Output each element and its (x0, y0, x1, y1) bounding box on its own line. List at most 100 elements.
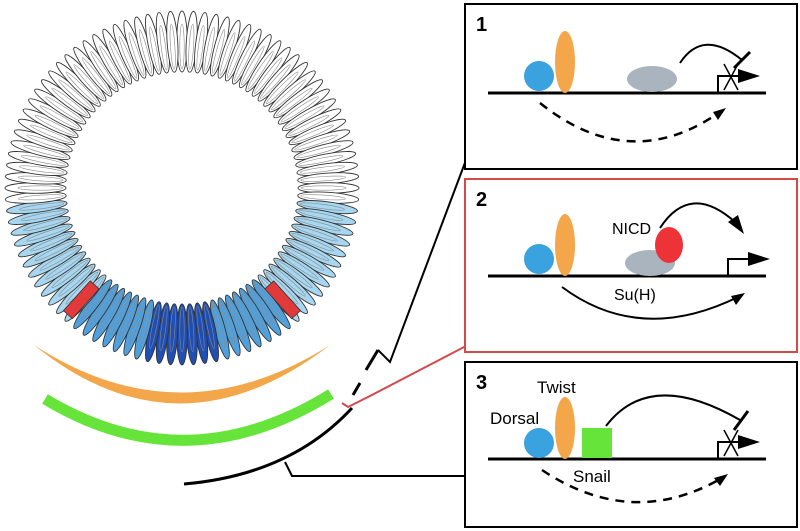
panel-3-twist-protein (555, 397, 575, 459)
embryo-cell-inner (51, 259, 88, 289)
embryo-cell-inner (219, 300, 236, 344)
embryo-cell-inner (294, 225, 338, 242)
panel-1-promoter (717, 75, 740, 93)
embryo-cell-inner (234, 40, 256, 82)
panel-2-promoter-arrowhead (748, 252, 770, 266)
embryo-cell-inner (226, 297, 246, 340)
panel-1-repression-arc (679, 43, 743, 64)
panel-1-number: 1 (476, 14, 487, 36)
embryo-cell-inner (300, 175, 346, 182)
region-indicator-lines (183, 159, 467, 486)
embryo-cell-inner (294, 134, 338, 151)
mesectoderm-marker-cell (264, 280, 302, 320)
embryo-cell-inner (169, 24, 176, 70)
panel-1-blocked-cross (723, 63, 739, 91)
embryo-cell (297, 182, 360, 194)
embryo-cell-inner (108, 294, 130, 336)
embryo-cell-inner (204, 304, 215, 350)
embryo-cell-inner (45, 253, 84, 280)
panel-2-dorsal-protein (524, 244, 554, 274)
panel-3-dorsal-label: Dorsal (490, 409, 539, 428)
panel-3-promoter (717, 441, 740, 459)
panel-1-frame (464, 3, 798, 170)
embryo-cell-inner (265, 71, 299, 105)
embryo-cell-inner (300, 185, 347, 191)
panel-1-promoter-arrowhead (738, 69, 760, 83)
embryo-cell-inner (280, 96, 319, 123)
embryo-cell-inner (30, 232, 73, 252)
embryo-cell-inner (138, 29, 152, 74)
embryo-cell-inner (149, 26, 160, 72)
embryo-cell-inner (284, 105, 325, 130)
panel-2-promoter (727, 258, 750, 276)
embryo-cross-section (4, 10, 360, 366)
panel-3-snail-protein (582, 428, 612, 458)
embryo-cell-inner (18, 194, 64, 201)
panel-1-dashed-activation (539, 102, 721, 143)
embryo-cell-inner (45, 96, 84, 123)
twist-expression-band (34, 345, 330, 404)
panel-2-twist-protein (555, 214, 575, 276)
embryo-cell-inner (291, 124, 334, 144)
embryo-cell-inner (296, 218, 341, 232)
panel-2-nicd-label: NICD (612, 221, 651, 238)
embryo-cell-inner (34, 114, 76, 136)
embryo-cell-inner (26, 134, 70, 151)
embryo-cell-inner (284, 247, 325, 271)
panel-1-dorsal-protein (524, 61, 554, 91)
panel-1: 1 (464, 3, 798, 170)
embryo-cell-inner (188, 306, 195, 352)
embryo-cell-inner (260, 64, 291, 99)
embryo-cell-inner (149, 304, 160, 350)
panel-2-activation-arrowhead (728, 215, 744, 234)
embryo-cell-inner (169, 306, 176, 352)
embryo-cell-inner (298, 210, 344, 221)
embryo-cell (176, 303, 188, 366)
embryo-cell-inner (212, 29, 226, 74)
embryo-cell-inner (247, 286, 274, 325)
embryo-cell-inner (296, 144, 341, 158)
embryo-cell-inner (204, 26, 215, 72)
embryo-cell-inner (18, 175, 64, 182)
embryo-cell-inner (298, 155, 344, 166)
panel-3-twist-label: Twist (537, 378, 576, 397)
panel-3-number: 3 (476, 372, 487, 394)
embryo-cell-ring (4, 10, 360, 366)
embryo-cell-inner (253, 57, 283, 94)
embryo-cell-inner (271, 266, 306, 297)
embryo-cell (176, 10, 188, 73)
panel-2-activation-arc (659, 202, 736, 229)
embryo-cell-inner (241, 290, 265, 331)
embryo-cell-inner (81, 282, 111, 319)
panel-2-solid-activation (561, 286, 739, 320)
panel-1-twist-protein (555, 31, 575, 93)
panel-2: 2 NICD Su(H) (464, 178, 798, 353)
embryo-cell-inner (247, 51, 274, 90)
embryo-cell-inner (26, 225, 70, 242)
panel-3-promoter-arrowhead (738, 435, 760, 449)
embryo-cell-inner (51, 87, 88, 117)
embryo-cell-inner (108, 40, 130, 82)
embryo-cell-inner (271, 79, 306, 110)
embryo-cell-inner (73, 64, 104, 99)
embryo-cell-inner (212, 302, 226, 347)
panel-1-dashed-arrowhead (713, 108, 726, 120)
embryo-cell-inner (159, 25, 168, 71)
panel-3-blocked-cross (723, 429, 739, 457)
embryo-cell-inner (179, 306, 185, 353)
embryo-cell-inner (253, 282, 283, 319)
embryo-cell-inner (159, 305, 168, 351)
embryo-cell-inner (58, 266, 93, 297)
panel-3-snail-label: Snail (573, 467, 611, 486)
embryo-cell-inner (99, 45, 123, 86)
embryo-cell-inner (23, 218, 68, 232)
embryo-cell-inner (99, 290, 123, 331)
embryo-cell-inner (19, 202, 65, 211)
embryo-cell-inner (58, 79, 93, 110)
embryo-cell-inner (118, 297, 138, 340)
embryo-cell-inner (234, 294, 256, 336)
embryo-cell-inner (196, 305, 205, 351)
embryo-cell-inner (299, 202, 345, 211)
embryo-cell-inner (17, 185, 64, 191)
